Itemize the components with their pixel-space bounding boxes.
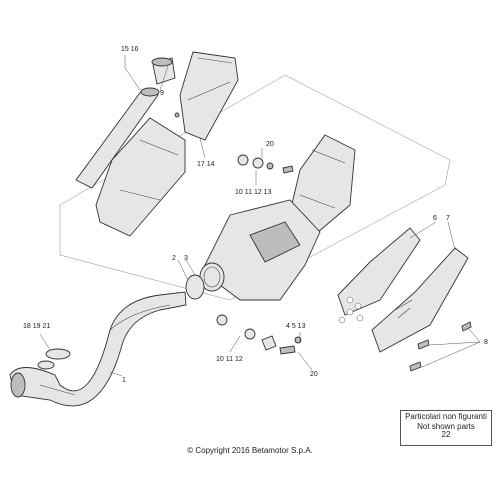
callout-7: 7 [446,215,450,222]
header-pipe [9,291,187,407]
callout-2: 2 [172,255,176,262]
header-gasket [37,348,71,370]
washer-stack-top [237,154,294,174]
leader-lines [39,55,481,377]
callout-10-11-12-bottom: 10 11 12 [216,356,243,363]
callout-8: 8 [484,339,488,346]
clamp-ring [185,274,205,300]
callout-15-16: 15 16 [121,46,139,53]
muffler-lower-shell [95,117,186,237]
heel-guard [337,227,469,353]
callout-17-14: 17 14 [197,161,215,168]
guard-bolts [409,321,472,372]
tail-pipe [75,87,160,189]
screw-small [174,112,180,118]
callout-6: 6 [433,215,437,222]
heat-shield-upper [179,51,239,141]
pipe-sleeve [151,57,176,85]
callout-9: 9 [160,90,164,97]
callout-18-19-21: 18 19 21 [23,323,50,330]
expansion-chamber [199,199,321,301]
copyright-text: © Copyright 2016 Betamotor S.p.A. [187,446,313,455]
assembly-outline [59,74,451,301]
note-line-1: Particolari non figuranti [405,412,487,421]
note-line-2: Not shown parts [417,422,475,431]
callout-4-5-13: 4 5 13 [286,323,306,330]
not-shown-parts-box: Particolari non figuranti Not shown part… [400,410,492,446]
callout-20-top: 20 [266,141,274,148]
callout-3: 3 [184,255,188,262]
callout-1: 1 [122,377,126,384]
callout-10-11-12-13-top: 10 11 12 13 [235,189,272,196]
washer-stack-bottom [216,314,302,355]
callout-labels: 15 16 9 17 14 20 10 11 12 13 2 3 6 7 8 4… [23,46,488,384]
note-part-number: 22 [441,430,451,439]
callout-20-bottom: 20 [310,371,318,378]
